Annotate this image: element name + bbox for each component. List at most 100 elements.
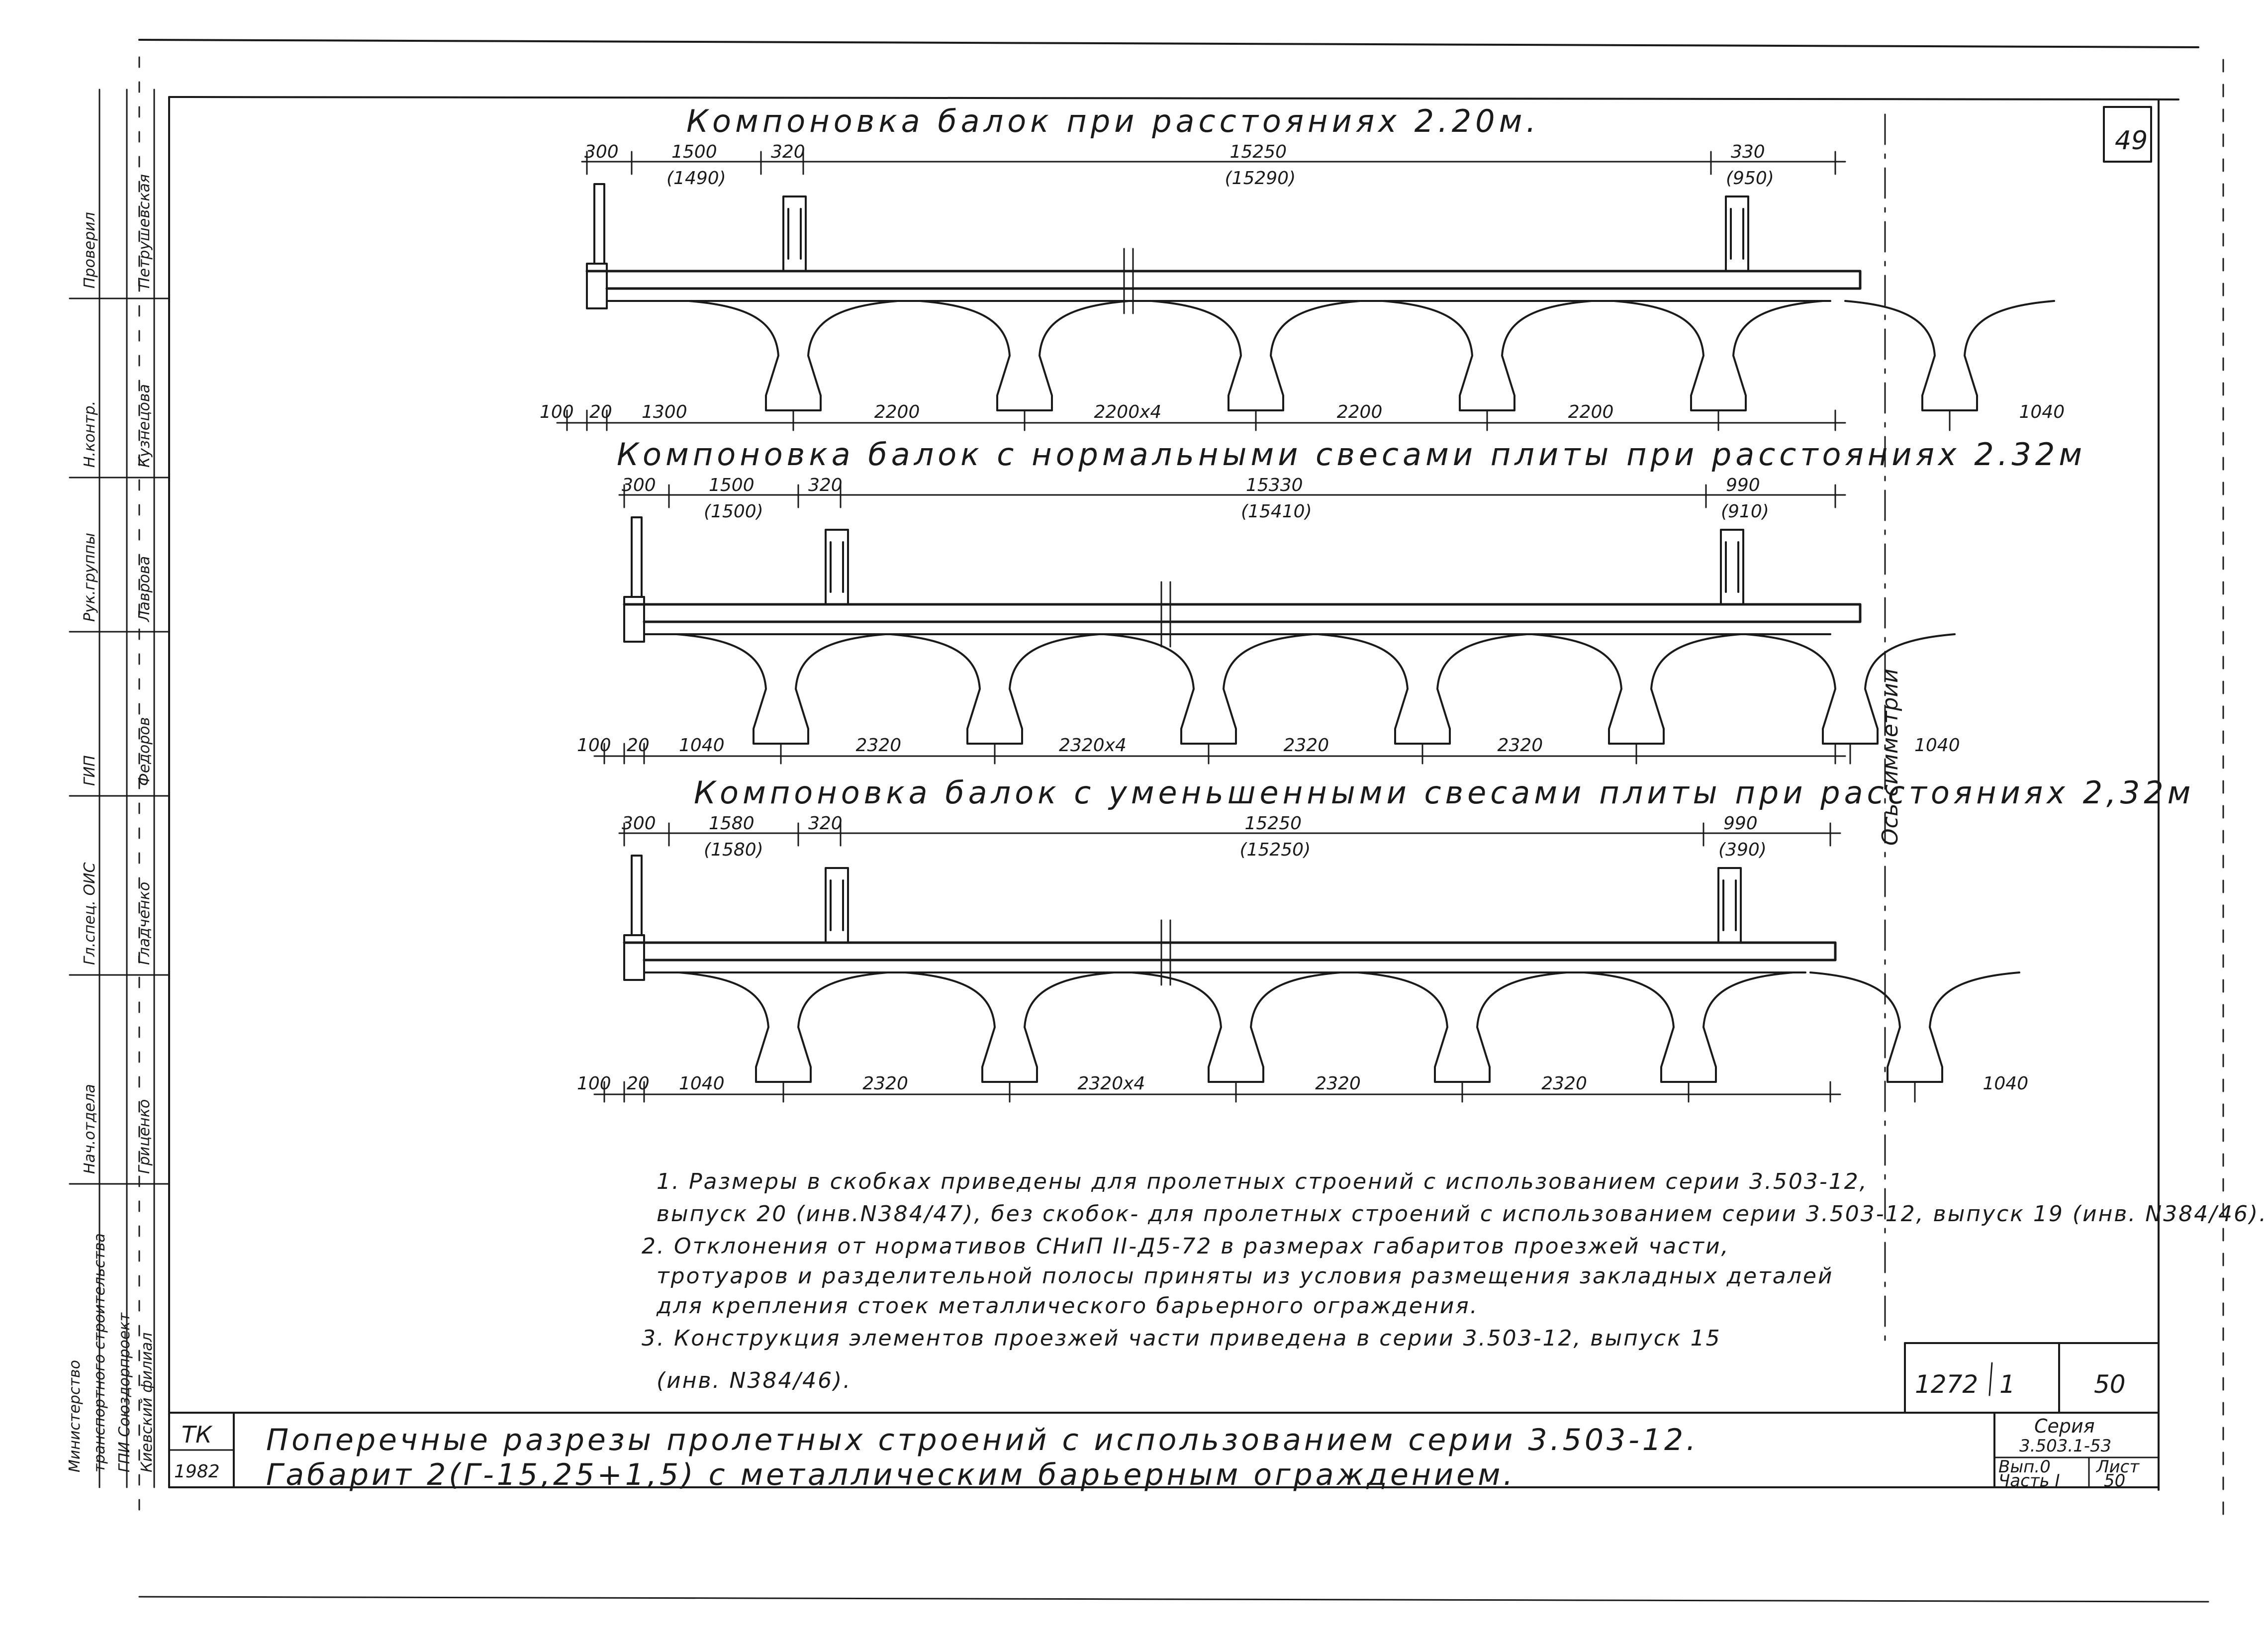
section-title: Компоновка балок с уменьшенными свесами … [694, 774, 2194, 811]
deck-slab [623, 941, 1837, 962]
side-name-1: Гриценко [136, 1099, 153, 1174]
bottom-dim-label: 2200x4 [1094, 402, 1162, 422]
beam [1745, 633, 1956, 745]
left-railing-post [631, 855, 643, 936]
note-line-2: выпуск 20 (инв.N384/47), без скобок- для… [657, 1201, 2268, 1227]
top-dim-label: 15250 [1230, 142, 1287, 162]
side-org-3: ГПИ Союздорпроект [116, 1312, 133, 1472]
top-dim-alt-label: (15250) [1240, 840, 1311, 860]
top-dim-label: 1580 [709, 813, 755, 834]
bottom-dim-label: 2320 [856, 735, 902, 756]
cross-sections: Компоновка балок при расстояниях 2.20м.3… [540, 103, 2194, 1103]
cross-section-2: Компоновка балок с нормальными свесами п… [577, 436, 2086, 765]
side-org-2: транспортного строительства [91, 1233, 108, 1472]
top-dim-alt-label: (1500) [704, 501, 763, 522]
side-name-6: Петрушевская [136, 174, 153, 289]
top-dim-label: 1500 [709, 475, 755, 495]
side-name-2: Гладченко [136, 882, 153, 965]
side-stamp: Нач.отдела Гл.спец. ОИС ГИП Рук.группы Н… [66, 89, 170, 1488]
left-curb [623, 596, 645, 643]
side-label-3: ГИП [81, 755, 98, 786]
top-dim-label: 330 [1731, 142, 1765, 162]
bottom-dim-label: 20 [627, 1073, 650, 1094]
top-dim-alt-label: (1580) [704, 840, 763, 860]
corner-number-box: 49 [2103, 106, 2152, 163]
bottom-dim-label: 20 [589, 402, 612, 422]
median-barrier [825, 867, 849, 944]
beam [675, 633, 886, 745]
side-label-1: Нач.отдела [81, 1084, 98, 1174]
corner-number: 49 [2115, 126, 2148, 156]
side-name-3: Федоров [136, 717, 153, 786]
bottom-dim-label: 2200 [1337, 402, 1383, 422]
top-dim-label: 300 [622, 813, 656, 834]
bottom-dim-label: 1040 [1914, 735, 1960, 756]
top-dim-label: 1500 [671, 142, 717, 162]
bottom-dim-label: 2320 [1541, 1073, 1587, 1094]
top-dim-label: 15330 [1246, 475, 1303, 495]
beam [1583, 971, 1794, 1083]
section-title: Компоновка балок с нормальными свесами п… [617, 436, 2086, 473]
side-org-1: Министерство [66, 1360, 84, 1472]
stamp-year: 1982 [174, 1461, 220, 1482]
beam [1382, 300, 1593, 411]
bottom-dim-label: 100 [577, 735, 611, 756]
left-railing-post [631, 516, 643, 598]
bottom-dim-label: 1040 [1983, 1073, 2029, 1094]
beam [904, 971, 1115, 1083]
break-mark [1160, 581, 1171, 648]
top-dim-alt-label: (1490) [666, 168, 726, 189]
bottom-dim-label: 2320 [1284, 735, 1329, 756]
bottom-dim-label: 20 [627, 735, 650, 756]
beam [1844, 300, 2055, 411]
left-railing-post [593, 183, 605, 265]
note-line-6: 3. Конструкция элементов проезжей части … [642, 1326, 1721, 1351]
bottom-dim-label: 100 [577, 1073, 611, 1094]
side-label-5: Н.контр. [81, 401, 98, 468]
top-dim-alt-label: (15290) [1225, 168, 1296, 189]
beam [1613, 300, 1824, 411]
beam [1317, 633, 1528, 745]
bottom-dim-label: 2200 [1568, 402, 1614, 422]
top-dim-label: 320 [808, 813, 843, 834]
median-barrier [782, 195, 807, 272]
top-dim-label: 990 [1723, 813, 1758, 834]
beam [1131, 971, 1341, 1083]
edge-barrier [1720, 529, 1744, 605]
stamp-issue-label: Вып.0 [1998, 1457, 2051, 1477]
bottom-dim-label: 100 [540, 402, 574, 422]
stamp-series-value: 3.503.1-53 [2019, 1436, 2111, 1456]
bottom-dim-label: 1300 [642, 402, 687, 422]
stamp-sheet-value: 50 [2104, 1471, 2125, 1491]
beam [1531, 633, 1742, 745]
left-curb [586, 263, 608, 309]
bottom-dim-label: 2320 [1315, 1073, 1361, 1094]
stamp-part-label: Часть I [1998, 1471, 2060, 1491]
axis-label: Ось симметрии [1878, 669, 1903, 846]
top-dim-label: 300 [584, 142, 619, 162]
side-label-6: Проверил [81, 212, 98, 289]
note-line-4: тротуаров и разделительной полосы принят… [657, 1263, 1834, 1289]
top-dim-label: 320 [771, 142, 805, 162]
break-mark [1160, 919, 1171, 986]
symmetry-axis: Ось симметрии [1878, 113, 1903, 1344]
beam [688, 300, 899, 411]
bottom-dim-label: 2320 [862, 1073, 908, 1094]
top-dim-alt-label: (910) [1721, 501, 1769, 522]
deck-slab [585, 270, 1862, 290]
edge-barrier [1725, 195, 1749, 272]
deck-slab [623, 603, 1862, 623]
left-curb [623, 934, 645, 981]
side-name-5: Кузнецова [136, 384, 153, 468]
beam [919, 300, 1130, 411]
cross-section-3: Компоновка балок с уменьшенными свесами … [577, 774, 2194, 1103]
note-line-7: (инв. N384/46). [657, 1368, 851, 1393]
median-barrier [825, 529, 849, 605]
stamp-title-2: Габарит 2(Г-15,25+1,5) с металлическим б… [266, 1457, 1515, 1492]
break-mark [1123, 248, 1134, 314]
side-label-4: Рук.группы [81, 533, 98, 622]
edge-barrier [1717, 867, 1742, 944]
bottom-dim-label: 1040 [679, 1073, 725, 1094]
beam [1150, 300, 1361, 411]
